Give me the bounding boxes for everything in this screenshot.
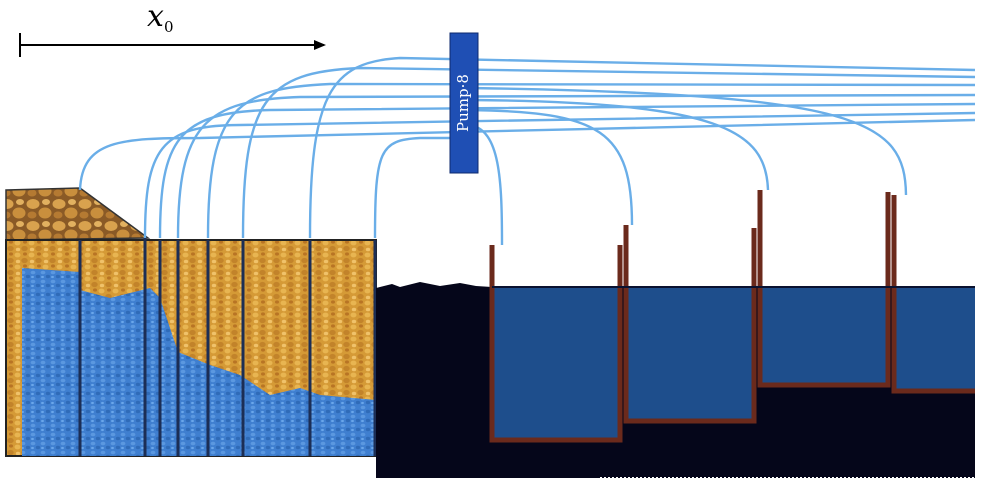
hose xyxy=(158,102,976,239)
tank-wall xyxy=(891,195,975,394)
groundwater xyxy=(22,268,376,456)
tank-wall xyxy=(623,225,757,424)
pump-8: Pump·8 xyxy=(449,32,479,174)
hose xyxy=(469,86,908,196)
hose xyxy=(469,123,504,246)
hose xyxy=(241,66,976,239)
pool-water xyxy=(894,287,975,389)
tank-wall xyxy=(489,245,623,443)
hose xyxy=(206,82,976,239)
pump-label: Pump·8 xyxy=(454,74,472,132)
pool-water xyxy=(626,287,754,420)
hose xyxy=(308,56,976,239)
well-points xyxy=(78,238,377,456)
hose xyxy=(469,108,634,226)
pool-2 xyxy=(623,225,757,424)
hose xyxy=(469,98,770,191)
rock-berm xyxy=(5,187,151,241)
hose xyxy=(373,136,470,239)
hose xyxy=(176,93,976,239)
hose xyxy=(143,111,976,239)
pump-body xyxy=(449,32,479,174)
pool-water xyxy=(760,287,888,383)
axis-label-subscript: 0 xyxy=(164,18,174,36)
x0-axis-arrow: x 0 xyxy=(19,0,326,57)
pool-4 xyxy=(891,195,975,394)
hose xyxy=(78,118,976,191)
axis-label-x: x xyxy=(147,0,164,34)
hoses xyxy=(78,56,976,246)
pool-1 xyxy=(489,245,623,443)
pool-water xyxy=(492,287,620,439)
